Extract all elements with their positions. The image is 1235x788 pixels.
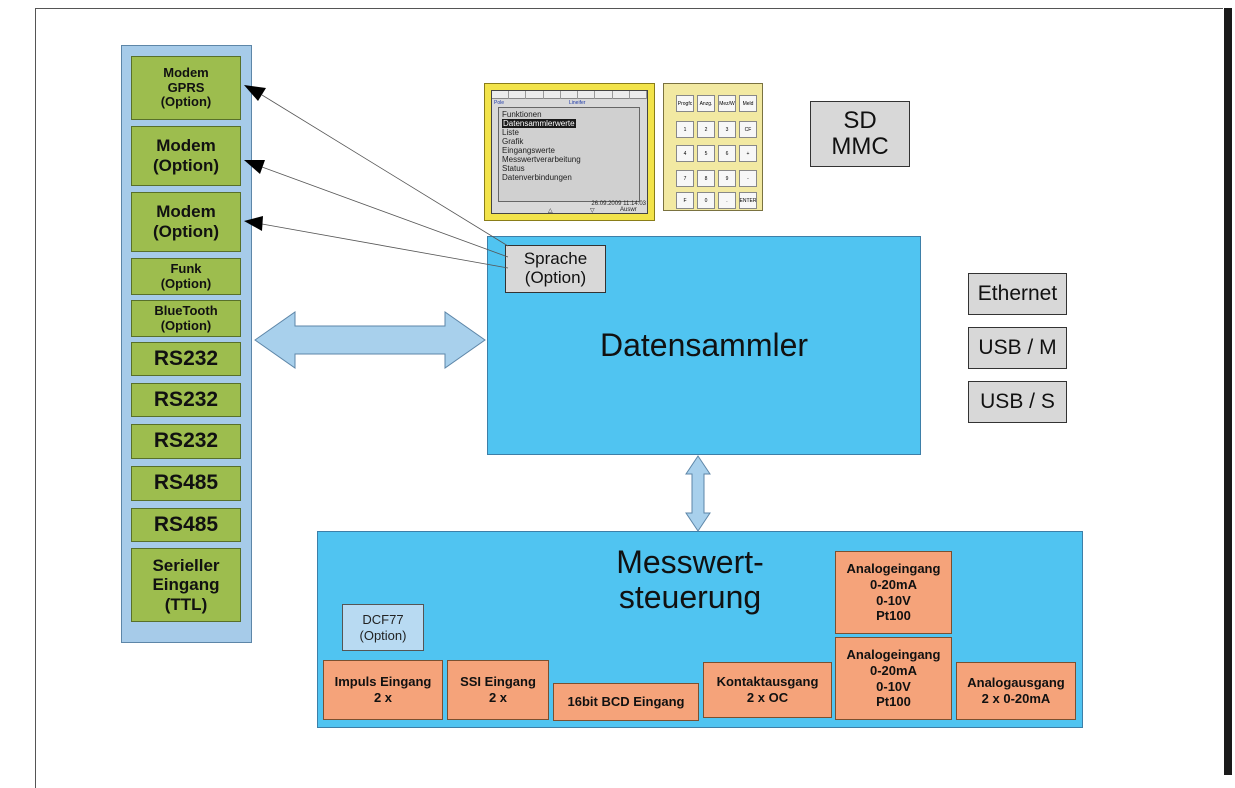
analogeingang-box-2: Analogeingang 0-20mA 0-10V Pt100 (835, 637, 952, 720)
connector-modem-2 (261, 223, 509, 269)
display-down-icon: ▽ (590, 208, 595, 214)
keypad-key: Progfc (676, 95, 694, 112)
keypad-key: . (718, 192, 736, 209)
rs232-box-3: RS232 (131, 424, 241, 459)
keypad-key: 6 (718, 145, 736, 162)
display-menu-item: Funktionen (502, 110, 542, 119)
bcd-eingang-box: 16bit BCD Eingang (553, 683, 699, 721)
keypad-key: F (676, 192, 694, 209)
display-screenshot: Pole Lineifer Funktionen Datensammlerwer… (484, 83, 655, 221)
keypad-key: ENTER (739, 192, 757, 209)
keypad-key: 9 (718, 170, 736, 187)
bidirectional-arrow-vertical (685, 455, 711, 532)
display-menu-item: Messwertverarbeitung (502, 155, 581, 164)
page-edge-bar (1224, 8, 1232, 775)
messwertsteuerung-box (317, 531, 1083, 728)
modem-option-box-2: Modem (Option) (131, 192, 241, 252)
arrowhead-modem-1-icon (244, 160, 265, 174)
keypad-key: + (739, 145, 757, 162)
display-footer-label: Auswr (620, 207, 637, 213)
display-menu-item: Datenverbindungen (502, 173, 572, 182)
keypad-key: 8 (697, 170, 715, 187)
modem-option-box-1: Modem (Option) (131, 126, 241, 186)
serieller-eingang-box: Serieller Eingang (TTL) (131, 548, 241, 622)
display-menu-item: Grafik (502, 137, 524, 146)
rs232-box-1: RS232 (131, 342, 241, 376)
rs232-box-2: RS232 (131, 383, 241, 417)
keypad-key: 3 (718, 121, 736, 138)
display-menu-item: Eingangswerte (502, 146, 555, 155)
analogausgang-box: Analogausgang 2 x 0-20mA (956, 662, 1076, 720)
arrowhead-gprs-icon (244, 85, 266, 101)
keypad-key: 5 (697, 145, 715, 162)
connector-gprs (261, 94, 509, 247)
kontaktausgang-box: Kontaktausgang 2 x OC (703, 662, 832, 718)
display-tabs (492, 91, 647, 99)
rs485-box-1: RS485 (131, 466, 241, 501)
display-header-right: Lineifer (569, 100, 586, 106)
ethernet-box: Ethernet (968, 273, 1067, 315)
keypad-key: 4 (676, 145, 694, 162)
sd-mmc-box: SD MMC (810, 101, 910, 167)
usb-m-box: USB / M (968, 327, 1067, 369)
messwertsteuerung-title: Messwert- steuerung (616, 544, 764, 616)
sprache-box: Sprache (Option) (505, 245, 606, 293)
rs485-box-2: RS485 (131, 508, 241, 542)
modem-gprs-box: Modem GPRS (Option) (131, 56, 241, 120)
dcf77-box: DCF77 (Option) (342, 604, 424, 651)
keypad-key: 2 (697, 121, 715, 138)
display-menu-item: Liste (502, 128, 519, 137)
datensammler-title: Datensammler (599, 327, 809, 363)
keypad-key: Anzg. (697, 95, 715, 112)
ssi-eingang-box: SSI Eingang 2 x (447, 660, 549, 720)
analogeingang-box-1: Analogeingang 0-20mA 0-10V Pt100 (835, 551, 952, 634)
bidirectional-arrow-horizontal (254, 311, 486, 369)
keypad-key: Mez/W (718, 95, 736, 112)
display-footer: △ ▽ Auswr (492, 207, 647, 214)
keypad-key: Meld (739, 95, 757, 112)
keypad-key: CF (739, 121, 757, 138)
keypad-key: 7 (676, 170, 694, 187)
display-menu: Funktionen Datensammlerwerte Liste Grafi… (498, 107, 640, 202)
impuls-eingang-box: Impuls Eingang 2 x (323, 660, 443, 720)
display-up-icon: △ (548, 208, 553, 214)
display-header: Pole Lineifer (494, 100, 644, 107)
bluetooth-box: BlueTooth (Option) (131, 300, 241, 337)
arrowhead-modem-2-icon (244, 216, 263, 231)
keypad-key: - (739, 170, 757, 187)
page-frame (35, 8, 1223, 788)
display-menu-item: Status (502, 164, 525, 173)
keypad-key: 0 (697, 192, 715, 209)
keypad-key: 1 (676, 121, 694, 138)
display-timestamp: 26.09.2009 11:14:03 (591, 201, 646, 207)
display-header-left: Pole (494, 100, 505, 106)
connector-modem-1 (261, 166, 509, 258)
funk-box: Funk (Option) (131, 258, 241, 295)
display-menu-item-selected: Datensammlerwerte (502, 119, 576, 128)
usb-s-box: USB / S (968, 381, 1067, 423)
display-screen: Pole Lineifer Funktionen Datensammlerwer… (491, 90, 648, 214)
